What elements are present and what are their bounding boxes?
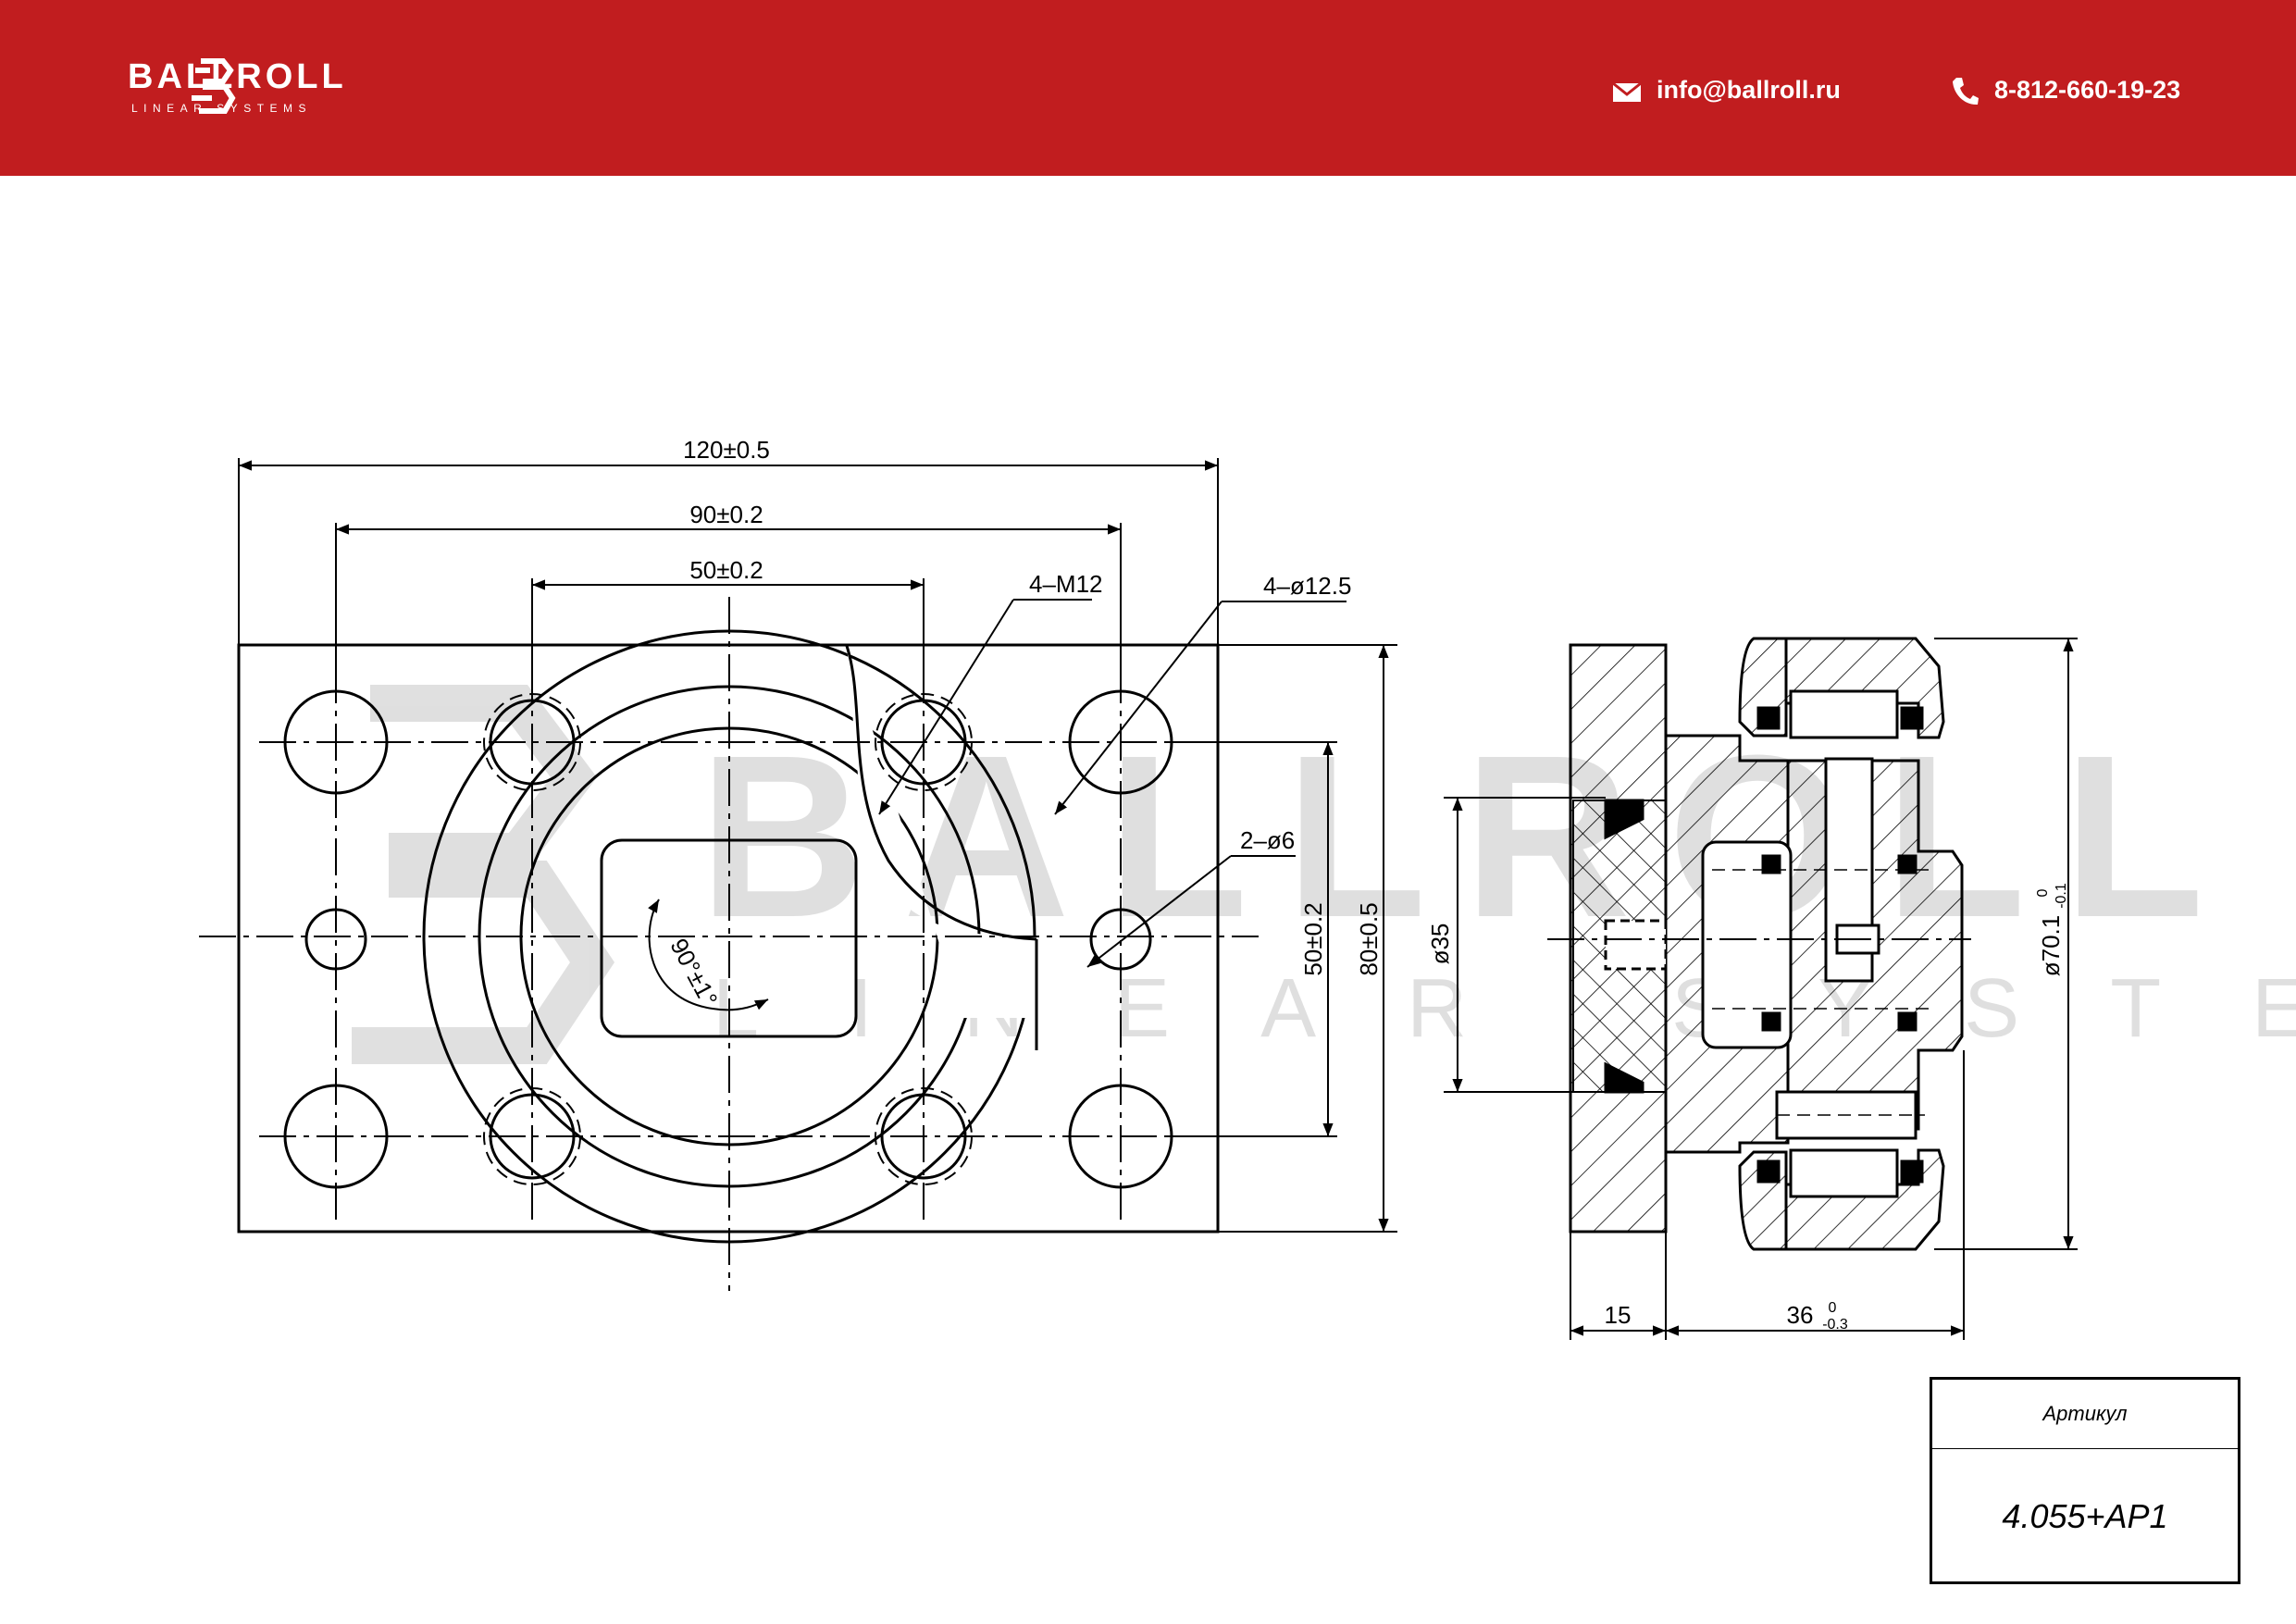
watermark: BALLROLL LINEAR SYSTEMS <box>352 685 2296 1064</box>
part-number: 4.055+AP1 <box>2002 1497 2168 1535</box>
dim-length: 36 <box>1787 1301 1814 1329</box>
cutaway-edge <box>845 645 1037 941</box>
label-through-holes: 4–ø12.5 <box>1263 572 1351 600</box>
watermark-brand: BALLROLL <box>699 707 2241 965</box>
phone-icon <box>1953 78 1979 105</box>
dim-outer-diameter: ø70.1 <box>2037 915 2065 977</box>
phone-link[interactable]: 8-812-660-19-23 <box>1994 76 2181 104</box>
dim-length-tol-upper: 0 <box>1829 1300 1837 1316</box>
dim-length-tol-lower: -0.3 <box>1822 1317 1848 1333</box>
dim-width-overall: 120±0.5 <box>683 436 770 464</box>
section-view <box>1547 637 1971 1251</box>
dim-flange-thickness: 15 <box>1605 1301 1632 1329</box>
dim-hole-span-inner: 50±0.2 <box>689 556 763 584</box>
front-view <box>199 458 1397 1291</box>
dim-outer-diameter-tol-upper: 0 <box>2035 888 2051 897</box>
dim-height-inner: 50±0.2 <box>1299 902 1327 975</box>
ballroll-logo-icon <box>192 58 236 114</box>
cage-section <box>1701 840 1793 1049</box>
dim-bore-diameter: ø35 <box>1426 924 1454 965</box>
title-block: Артикул 4.055+AP1 <box>1930 1377 2240 1584</box>
article-label: Артикул <box>1932 1380 2238 1449</box>
dim-hole-span-outer: 90±0.2 <box>689 501 763 528</box>
label-pin-holes: 2–ø6 <box>1240 826 1295 854</box>
email-link[interactable]: info@ballroll.ru <box>1657 76 1841 104</box>
label-thread-holes: 4–M12 <box>1029 570 1103 598</box>
dim-outer-diameter-tol-lower: -0.1 <box>2054 883 2069 909</box>
brand-name: BALLROLL <box>128 57 347 96</box>
dim-height-overall: 80±0.5 <box>1355 902 1383 975</box>
mail-icon <box>1612 81 1642 102</box>
header-bar: BALLROLL LINEAR SYSTEMS info@ballroll.ru… <box>0 0 2296 176</box>
brand-tagline: LINEAR SYSTEMS <box>131 102 313 115</box>
